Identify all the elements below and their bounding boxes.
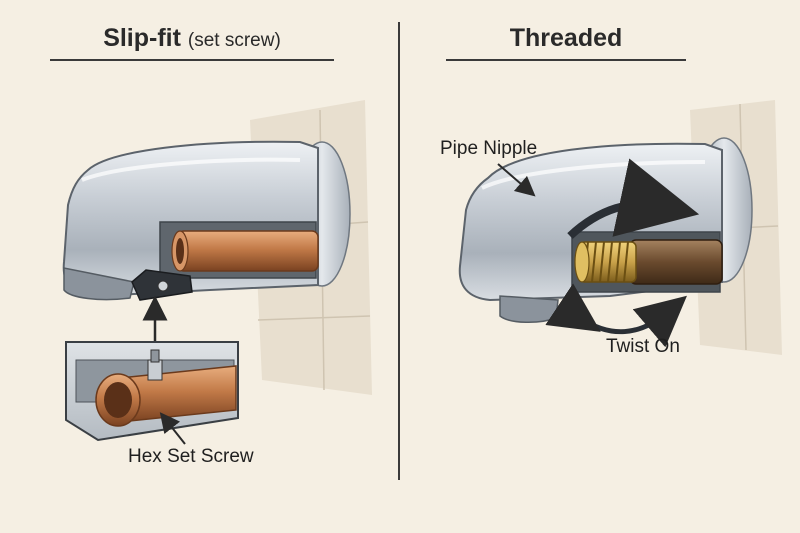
twist-on-label: Twist On	[606, 336, 680, 357]
pipe-nipple	[629, 239, 723, 285]
copper-pipe	[177, 230, 319, 272]
set-screw-inset	[65, 341, 239, 442]
slip-fit-title: Slip-fit (set screw)	[103, 24, 281, 52]
hex-callout-line	[159, 412, 186, 445]
set-screw-head	[157, 280, 169, 292]
pipe-nipple-label: Pipe Nipple	[440, 138, 538, 159]
pipe-nipple-callout-line	[497, 163, 536, 197]
slip-fit-spout	[62, 140, 351, 301]
slip-fit-subtitle: (set screw)	[187, 30, 281, 51]
threaded-title: Threaded	[509, 24, 623, 52]
hex-set-screw-label: Hex Set Screw	[128, 446, 254, 467]
rotation-arrow	[567, 158, 700, 239]
twist-on-arrow	[545, 283, 687, 348]
